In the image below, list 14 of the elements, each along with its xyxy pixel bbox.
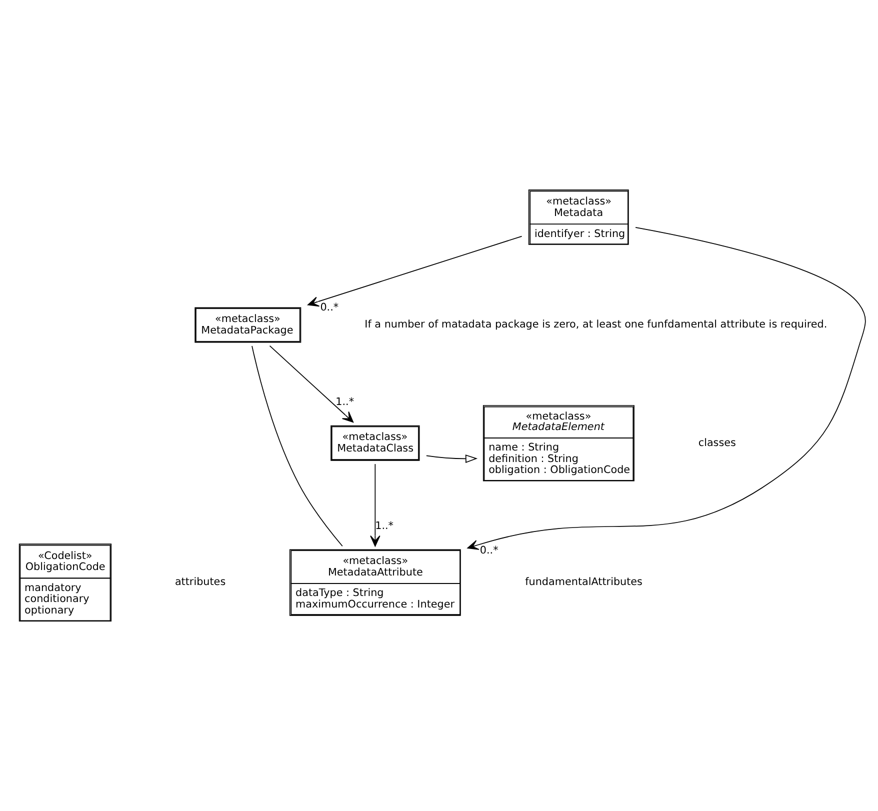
label: attributes: [174, 576, 226, 588]
label: fundamentalAttributes: [525, 576, 642, 588]
label: classes: [698, 436, 736, 449]
label: If a number of matadata package is zero, at least one funfdamental attribute is required.: [364, 318, 828, 331]
connector: [252, 346, 343, 547]
arrow: [426, 454, 478, 463]
edge-label: 0..*: [480, 544, 498, 557]
arrow: [307, 236, 522, 307]
arrow: [269, 345, 354, 423]
arrow: [370, 464, 380, 547]
edge-label: 1..*: [336, 396, 354, 408]
edge-label: 1..*: [375, 520, 394, 532]
edge-label: 0..*: [320, 301, 339, 314]
arrow: [467, 226, 866, 550]
